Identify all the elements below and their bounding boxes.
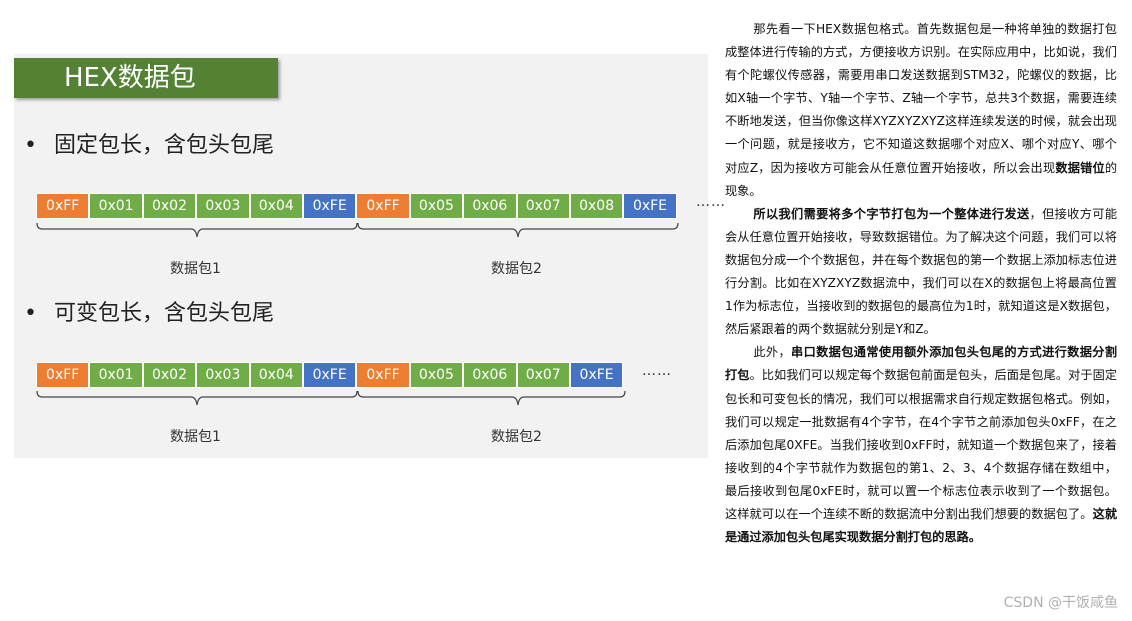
brace-packet1-row1 xyxy=(36,222,358,238)
hex-cell: 0x05 xyxy=(409,193,464,219)
hex-cell: 0xFE xyxy=(623,193,677,219)
packet2-label-row2: 数据包2 xyxy=(491,429,542,445)
ellipsis-row1: …… xyxy=(696,194,726,210)
bullet-dot: • xyxy=(24,133,37,158)
body-text: 。比如我们可以规定每个数据包前面是包头，后面是包尾。对于固定包长和可变包长的情况… xyxy=(725,368,1118,521)
hex-cell: 0x02 xyxy=(142,193,197,219)
emphasis-text: 串口数据包通常使用额外添加包头包尾的方式进行数据分割打包 xyxy=(725,345,1118,383)
ellipsis-row2: …… xyxy=(642,363,672,379)
hex-cell: 0xFF xyxy=(36,193,90,219)
bullet-fixed-length: • 固定包长，含包头包尾 xyxy=(24,132,274,160)
brace-packet1-row2 xyxy=(36,390,358,406)
body-text: 那先看一下HEX数据包格式。首先数据包是一种将单独的数据打包成整体进行传输的方式… xyxy=(725,22,1117,175)
hex-cell: 0x06 xyxy=(463,362,517,388)
hex-cell: 0x06 xyxy=(463,193,517,219)
brace-packet2-row2 xyxy=(357,390,626,406)
bullet-variable-length-text: 可变包长，含包头包尾 xyxy=(54,301,275,326)
body-text: ，但接收方可能会从任意位置开始接收，导致数据错位。为了解决这个问题，我们可以将数… xyxy=(725,206,1118,337)
hex-cell: 0xFE xyxy=(569,362,624,388)
bullet-dot: • xyxy=(24,301,37,326)
article-text: 那先看一下HEX数据包格式。首先数据包是一种将单独的数据打包成整体进行传输的方式… xyxy=(725,18,1117,549)
hex-cell: 0x02 xyxy=(142,362,197,388)
hex-cell: 0x05 xyxy=(409,362,464,388)
hex-cell: 0xFF xyxy=(356,362,410,388)
hex-cell: 0x07 xyxy=(516,193,570,219)
brace-group-row2 xyxy=(36,390,626,406)
hex-cell: 0x03 xyxy=(196,362,250,388)
hex-cell: 0x03 xyxy=(196,193,250,219)
article-paragraph-1: 那先看一下HEX数据包格式。首先数据包是一种将单独的数据打包成整体进行传输的方式… xyxy=(725,18,1117,203)
bullet-variable-length: • 可变包长，含包头包尾 xyxy=(24,300,274,328)
hex-cell: 0x04 xyxy=(249,362,303,388)
packet2-label-row1: 数据包2 xyxy=(491,261,542,277)
csdn-watermark: CSDN @干饭咸鱼 xyxy=(1003,595,1118,611)
bullet-fixed-length-text: 固定包长，含包头包尾 xyxy=(54,133,275,158)
hex-cell: 0xFE xyxy=(302,193,357,219)
packet1-label-row1: 数据包1 xyxy=(170,261,221,277)
brace-packet2-row1 xyxy=(357,222,679,238)
body-text: 的现象。 xyxy=(725,160,1118,198)
hex-cell: 0xFF xyxy=(356,193,410,219)
emphasis-text: 所以我们需要将多个字节打包为一个整体进行发送 xyxy=(753,206,1030,221)
hex-cell: 0x08 xyxy=(569,193,624,219)
brace-group-row1 xyxy=(36,222,679,238)
article-paragraph-3: 此外，串口数据包通常使用额外添加包头包尾的方式进行数据分割打包。比如我们可以规定… xyxy=(725,341,1117,549)
hex-cell: 0x04 xyxy=(249,193,303,219)
article-paragraph-2: 所以我们需要将多个字节打包为一个整体进行发送，但接收方可能会从任意位置开始接收，… xyxy=(725,203,1117,342)
slide-title-bar: HEX数据包 xyxy=(14,58,278,98)
emphasis-text: 数据错位 xyxy=(1055,160,1105,175)
hex-cell: 0xFF xyxy=(36,362,90,388)
packet1-label-row2: 数据包1 xyxy=(170,429,221,445)
hex-cell: 0x01 xyxy=(89,193,143,219)
slide-title: HEX数据包 xyxy=(64,63,196,93)
emphasis-text: 这就是通过添加包头包尾实现数据分割打包的思路。 xyxy=(725,506,1118,545)
hex-cell: 0x07 xyxy=(516,362,570,388)
body-text: 此外， xyxy=(753,345,792,360)
hex-cell: 0xFE xyxy=(302,362,357,388)
hex-cell: 0x01 xyxy=(89,362,143,388)
